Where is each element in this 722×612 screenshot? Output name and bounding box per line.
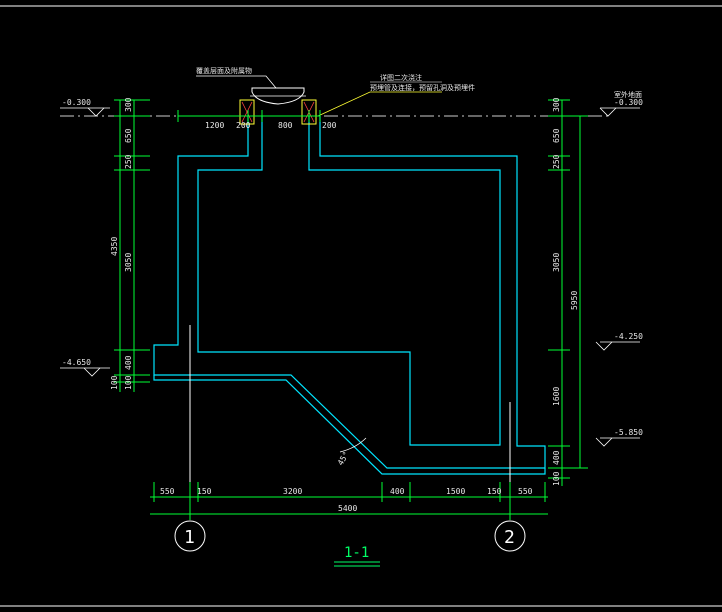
dim-right-4: 1600 — [552, 387, 561, 406]
dim-top-0: 1200 — [205, 121, 224, 130]
dim-top-1: 200 — [236, 121, 251, 130]
angle-arc — [339, 437, 367, 453]
level-right-mid: -4.250 — [614, 332, 643, 341]
note-top-right-2: 预埋管及连接，预留孔洞及预埋件 — [370, 83, 475, 92]
dim-right-6: 100 — [552, 471, 561, 486]
dim-right-0: 300 — [552, 97, 561, 112]
level-left-top: -0.300 — [62, 98, 91, 107]
dim-right-3: 3050 — [552, 253, 561, 272]
dim-left-4: 400 — [124, 355, 133, 370]
dim-left-total: 4350 — [110, 237, 119, 256]
dim-left-3: 3050 — [124, 253, 133, 272]
note-top-left: 覆盖层面及附属物 — [196, 66, 252, 75]
outer-wall-outline — [153, 116, 546, 469]
drawing-title: 1-1 — [344, 545, 369, 561]
note-top-right-1: 详图二次浇注 — [380, 73, 422, 82]
axis-label-2: 2 — [504, 527, 515, 548]
dim-bottom-1: 150 — [197, 487, 212, 496]
level-right-top: -0.300 — [614, 98, 643, 107]
leader-left — [196, 75, 277, 89]
dim-left-0: 300 — [124, 97, 133, 112]
inner-wall-outline — [197, 116, 501, 446]
dim-left-total-bottom: 100 — [110, 375, 119, 390]
dim-bottom-2: 3200 — [283, 487, 302, 496]
dim-bottom-0: 550 — [160, 487, 175, 496]
dim-right-2: 250 — [552, 154, 561, 169]
cover-arc — [251, 87, 305, 105]
dim-bottom-total: 5400 — [338, 504, 357, 513]
dim-right-1: 650 — [552, 128, 561, 143]
dim-left-1: 650 — [124, 128, 133, 143]
axis-label-1: 1 — [184, 527, 195, 548]
note-right-ground: 室外地面 — [614, 90, 642, 99]
level-left-mid: -4.650 — [62, 358, 91, 367]
dim-bottom-6: 550 — [518, 487, 533, 496]
dim-left-2: 250 — [124, 154, 133, 169]
dim-bottom-4: 1500 — [446, 487, 465, 496]
dim-bottom-5: 150 — [487, 487, 502, 496]
dim-right-total: 5950 — [570, 291, 579, 310]
dim-top-3: 200 — [322, 121, 337, 130]
level-right-low: -5.850 — [614, 428, 643, 437]
dim-bottom-3: 400 — [390, 487, 405, 496]
opening-left-box — [239, 99, 255, 125]
dim-left-5: 100 — [124, 375, 133, 390]
axis-bubble-2 — [494, 520, 526, 552]
dim-right-5: 400 — [552, 450, 561, 465]
leader-right — [317, 91, 442, 117]
opening-right-box — [301, 99, 317, 125]
bottom-slab-upper — [153, 375, 546, 475]
opening-left-hatch — [241, 101, 253, 123]
axis-bubble-1 — [174, 520, 206, 552]
dim-top-2: 800 — [278, 121, 293, 130]
